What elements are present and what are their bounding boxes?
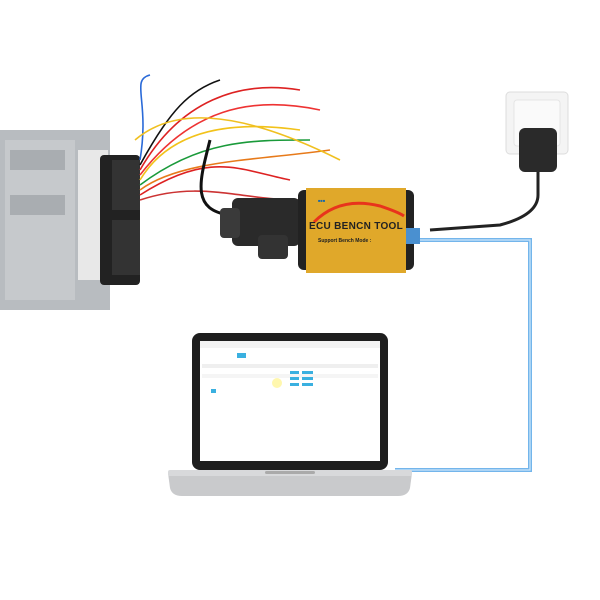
usb-cable (395, 238, 532, 472)
ecu-bench-tool (298, 188, 420, 273)
power-adapter (429, 128, 557, 232)
db-connector (220, 198, 300, 259)
wire-harness (134, 74, 341, 217)
ecu-unit (0, 130, 140, 310)
tool-subtitle: Support Bench Mode : (318, 238, 372, 244)
laptop (168, 333, 412, 496)
tool-title: ECU BENCN TOOL (308, 221, 404, 232)
tool-brand-logo: ■■■ (318, 198, 326, 203)
